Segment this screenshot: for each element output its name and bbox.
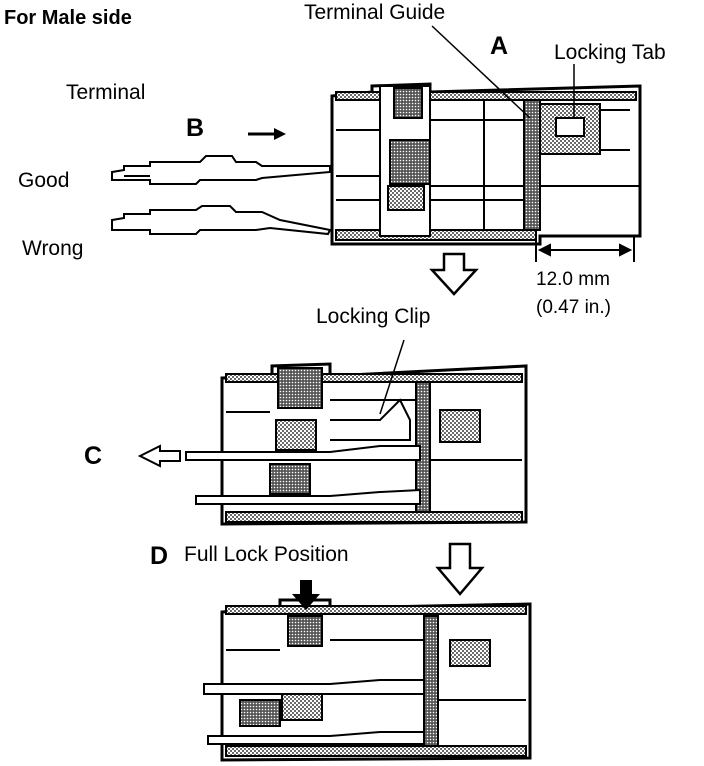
label-b: B — [186, 114, 205, 142]
good-label: Good — [18, 169, 70, 192]
label-a: A — [490, 32, 509, 60]
dimension-mm: 12.0 mm — [536, 269, 610, 290]
insert-arrow-b — [248, 128, 286, 140]
label-c: C — [84, 442, 103, 470]
locking-clip-label: Locking Clip — [316, 305, 431, 328]
side-title: For Male side — [4, 7, 132, 29]
wrong-label: Wrong — [22, 237, 84, 260]
full-lock-arrow-d — [292, 580, 320, 610]
terminal-guide-label: Terminal Guide — [304, 1, 446, 24]
full-lock-label: Full Lock Position — [184, 543, 349, 566]
withdraw-arrow-c — [137, 444, 181, 468]
wrong-terminal — [111, 205, 332, 236]
dimension-in: (0.47 in.) — [536, 297, 611, 318]
down-arrow-1 — [429, 252, 479, 296]
middle-connector — [185, 339, 528, 526]
label-d: D — [150, 542, 169, 570]
bottom-connector — [203, 598, 532, 762]
down-arrow-2 — [435, 542, 485, 596]
good-terminal — [111, 155, 331, 185]
top-connector — [330, 25, 642, 262]
terminal-label: Terminal — [66, 81, 146, 104]
locking-tab-label: Locking Tab — [554, 41, 666, 64]
